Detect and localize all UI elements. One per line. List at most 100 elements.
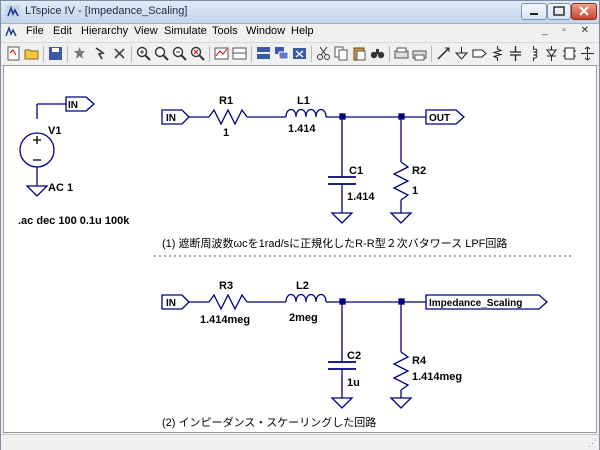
resistor-r4[interactable] — [392, 351, 410, 398]
close-button[interactable] — [571, 3, 597, 20]
run-icon[interactable] — [91, 45, 108, 62]
menu-hierarchy[interactable]: Hierarchy — [81, 25, 129, 37]
ground-symbol-c1 — [330, 212, 354, 224]
voltage-source-v1[interactable] — [19, 104, 55, 186]
capacitor-c2[interactable] — [328, 361, 356, 398]
net-label-c1-out[interactable] — [425, 109, 465, 125]
cut-icon[interactable] — [315, 45, 332, 62]
r2-name-label: R2 — [412, 165, 426, 177]
r3-value-label: 1.414meg — [200, 314, 250, 326]
print-setup-icon[interactable] — [393, 45, 410, 62]
c2-out-label-text: Impedance_Scaling — [429, 298, 522, 309]
paste-icon[interactable] — [351, 45, 368, 62]
zoom-fit-icon[interactable] — [189, 45, 206, 62]
component-icon[interactable] — [561, 45, 578, 62]
cascade-icon[interactable] — [273, 45, 290, 62]
r1-value-label: 1 — [223, 127, 229, 139]
r3-name-label: R3 — [219, 280, 233, 292]
tile-horizontal-icon[interactable] — [255, 45, 272, 62]
v1-net-label-text: IN — [68, 100, 78, 111]
menu-tools[interactable]: Tools — [212, 25, 238, 37]
l2-name-label: L2 — [296, 280, 309, 292]
control-panel-icon[interactable] — [71, 45, 88, 62]
toolbar-separator — [431, 46, 432, 62]
inductor-l2[interactable] — [285, 293, 327, 303]
net-label-c2-in[interactable] — [161, 294, 190, 310]
pan-icon[interactable] — [153, 45, 170, 62]
maximize-button[interactable] — [547, 3, 571, 20]
inductor-l1[interactable] — [285, 108, 327, 118]
autorange-icon[interactable] — [213, 45, 230, 62]
v1-name-label: V1 — [48, 125, 61, 137]
menu-view[interactable]: View — [134, 25, 158, 37]
zoom-in-icon[interactable] — [135, 45, 152, 62]
resistor-icon[interactable] — [489, 45, 506, 62]
circuit1-caption[interactable]: (1) 遮断周波数ωcを1rad/sに正規化したR-R型２次バタワース LPF回… — [162, 236, 507, 250]
l1-value-label: 1.414 — [288, 123, 316, 135]
status-bar: ⋰ — [1, 434, 599, 450]
maximize-icon — [553, 6, 565, 16]
schematic-drawing: V1 AC 1 IN .ac dec 100 0.1u 100k IN R1 1… — [18, 95, 572, 429]
menu-bar: File Edit Hierarchy View Simulate Tools … — [1, 24, 599, 41]
ground-symbol-r4 — [389, 397, 413, 409]
document-window-controls[interactable]: _ ▫ ✕ — [541, 25, 595, 36]
net-label-c2-out[interactable] — [425, 294, 548, 310]
c1-value-label: 1.414 — [347, 191, 375, 203]
minimize-button[interactable] — [521, 3, 547, 20]
menu-window[interactable]: Window — [246, 25, 286, 37]
c1-name-label: C1 — [349, 165, 363, 177]
menu-help[interactable]: Help — [291, 25, 314, 37]
menu-edit[interactable]: Edit — [53, 25, 72, 37]
resize-grip-icon[interactable]: ⋰ — [588, 438, 597, 448]
title-bar: LTspice IV - [Impedance_Scaling] — [1, 1, 599, 24]
tile-vertical-icon[interactable] — [231, 45, 248, 62]
ground-icon[interactable] — [453, 45, 470, 62]
net-label-c1-in[interactable] — [161, 109, 190, 125]
c1-in-label-text: IN — [166, 113, 176, 124]
resistor-r2[interactable] — [392, 161, 410, 213]
l1-name-label: L1 — [297, 95, 310, 107]
close-all-icon[interactable] — [291, 45, 308, 62]
toolbar-separator — [131, 46, 132, 62]
diode-icon[interactable] — [543, 45, 560, 62]
halt-icon[interactable] — [111, 45, 128, 62]
r4-name-label: R4 — [412, 355, 427, 367]
ground-symbol-r2 — [389, 212, 413, 224]
capacitor-icon[interactable] — [507, 45, 524, 62]
find-icon[interactable] — [369, 45, 386, 62]
open-icon[interactable] — [23, 45, 40, 62]
menu-simulate[interactable]: Simulate — [164, 25, 207, 37]
resistor-r3[interactable] — [208, 293, 248, 311]
zoom-out-icon[interactable] — [171, 45, 188, 62]
capacitor-c1[interactable] — [328, 176, 356, 213]
net-label-v1-in[interactable] — [65, 96, 95, 112]
wire-icon[interactable] — [435, 45, 452, 62]
l2-value-label: 2meg — [289, 312, 318, 324]
resistor-r1[interactable] — [208, 108, 248, 126]
toolbar-separator — [67, 46, 68, 62]
r1-name-label: R1 — [219, 95, 233, 107]
toolbar-separator — [43, 46, 44, 62]
circuit2-caption[interactable]: (2) インピーダンス・スケーリングした回路 — [162, 415, 376, 429]
move-icon[interactable] — [579, 45, 596, 62]
copy-icon[interactable] — [333, 45, 350, 62]
c2-name-label: C2 — [347, 350, 361, 362]
new-schematic-icon[interactable] — [5, 45, 22, 62]
spice-directive-text[interactable]: .ac dec 100 0.1u 100k — [18, 215, 130, 227]
toolbar-separator — [389, 46, 390, 62]
c1-out-label-text: OUT — [429, 113, 450, 124]
inductor-icon[interactable] — [525, 45, 542, 62]
window-title: LTspice IV - [Impedance_Scaling] — [25, 5, 188, 17]
ground-symbol-c2 — [330, 397, 354, 409]
save-icon[interactable] — [47, 45, 64, 62]
document-system-menu-icon[interactable] — [5, 26, 17, 38]
ground-symbol-v1 — [25, 185, 49, 197]
r2-value-label: 1 — [412, 185, 418, 197]
print-icon[interactable] — [411, 45, 428, 62]
menu-file[interactable]: File — [26, 25, 44, 37]
toolbar-separator — [209, 46, 210, 62]
c2-in-label-text: IN — [166, 298, 176, 309]
schematic-canvas[interactable]: V1 AC 1 IN .ac dec 100 0.1u 100k IN R1 1… — [3, 65, 597, 433]
label-net-icon[interactable] — [471, 45, 488, 62]
